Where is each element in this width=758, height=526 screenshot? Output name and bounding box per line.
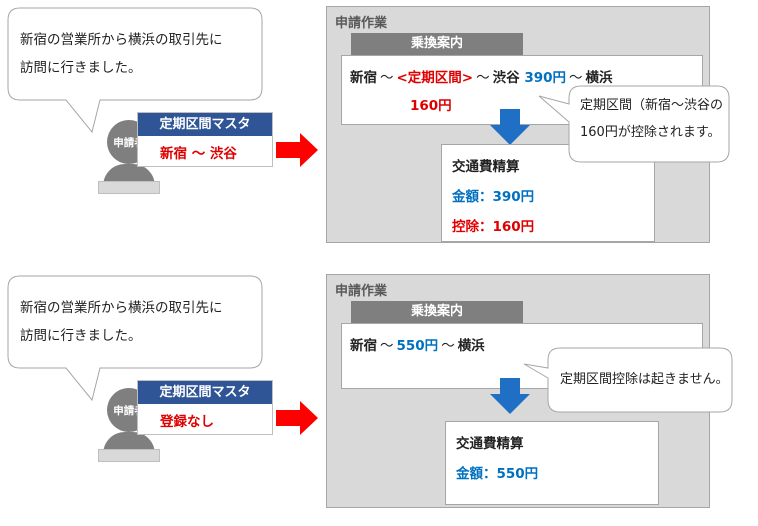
settlement-deduction: 控除：160円: [452, 219, 535, 235]
bubble-text: 新宿の営業所から横浜の取引先に 訪問に行きました。: [20, 32, 223, 76]
master-value: 登録なし: [160, 414, 214, 430]
route-from: 新宿: [350, 338, 377, 354]
person-body: [103, 164, 155, 186]
note-bubble: [538, 85, 730, 163]
master-title: 定期区間マスタ: [138, 113, 272, 136]
note-bubble: [523, 347, 733, 413]
scenario-without-commuter-pass: 新宿の営業所から横浜の取引先に 訪問に行きました。 申請者 定期区間マスタ 登録…: [0, 268, 758, 526]
note-text: 定期区間（新宿〜渋谷の 160円が控除されます。: [580, 98, 724, 140]
transfer-guide-tab: 乗換案内: [351, 33, 523, 55]
route-from: 新宿: [350, 70, 377, 86]
blue-down-arrow-icon: [490, 109, 530, 145]
route-via: 渋谷: [492, 70, 520, 86]
master-value: 新宿 〜 渋谷: [160, 146, 237, 162]
commuter-master-card: 定期区間マスタ 新宿 〜 渋谷: [137, 112, 273, 167]
route-line: 新宿〜550円〜横浜: [350, 334, 485, 354]
route-fare: 550円: [396, 338, 439, 354]
route-sep: 〜: [569, 70, 583, 86]
panel-title: 申請作業: [335, 16, 388, 31]
speech-bubble: [7, 7, 263, 134]
commuter-fare: 160円: [410, 98, 452, 114]
person-body: [103, 432, 155, 454]
blue-down-arrow-icon: [490, 378, 530, 414]
application-panel: 申請作業 乗換案内 新宿〜<定期区間>〜渋谷 390円〜横浜 160円 交通費精…: [326, 6, 710, 243]
bubble-text: 新宿の営業所から横浜の取引先に 訪問に行きました。: [20, 300, 223, 344]
route-sep: 〜: [476, 70, 490, 86]
red-right-arrow-icon: [276, 401, 318, 435]
expense-settlement-box: 交通費精算 金額：550円: [445, 421, 659, 505]
speech-bubble: [7, 275, 263, 402]
commuter-master-card: 定期区間マスタ 登録なし: [137, 380, 273, 435]
note-text: 定期区間控除は起きません。: [560, 372, 729, 387]
route-to: 横浜: [585, 70, 613, 86]
person-base: [98, 449, 160, 462]
scenario-with-commuter-pass: 新宿の営業所から横浜の取引先に 訪問に行きました。 申請者 定期区間マスタ 新宿…: [0, 0, 758, 258]
settlement-amount: 金額：550円: [456, 466, 539, 482]
route-sep: 〜: [380, 338, 394, 354]
transfer-guide-tab: 乗換案内: [351, 301, 523, 323]
panel-title: 申請作業: [335, 284, 388, 299]
route-sep: 〜: [441, 338, 455, 354]
settlement-amount: 金額：390円: [452, 189, 535, 205]
settlement-title: 交通費精算: [456, 436, 524, 452]
route-line: 新宿〜<定期区間>〜渋谷 390円〜横浜: [350, 66, 613, 86]
route-sep: 〜: [380, 70, 394, 86]
route-via-fare: 390円: [524, 70, 567, 86]
person-base: [98, 181, 160, 194]
red-right-arrow-icon: [276, 133, 318, 167]
route-commuter-section: <定期区間>: [396, 70, 474, 86]
master-title: 定期区間マスタ: [138, 381, 272, 404]
settlement-title: 交通費精算: [452, 159, 520, 175]
route-to: 横浜: [457, 338, 485, 354]
